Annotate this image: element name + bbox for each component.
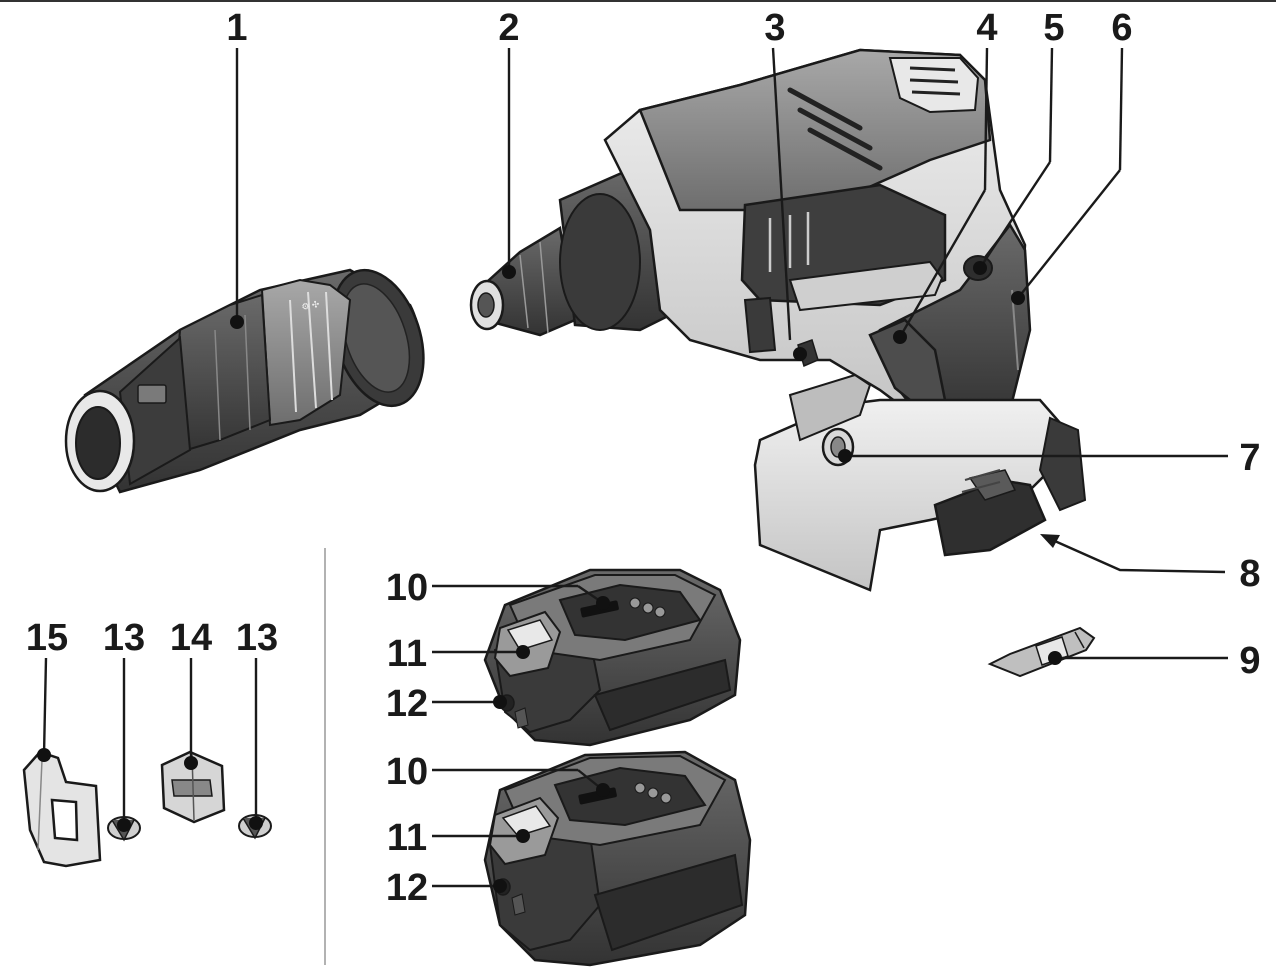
callout-15: 15 [26,617,68,659]
battery-pack-small [483,568,742,747]
callout-12-small-battery: 12 [386,683,428,725]
clip-holder-block [160,750,226,824]
callout-numbers: 1 2 3 4 5 6 7 8 9 10 11 12 10 11 12 15 1… [26,7,1261,909]
callout-10-large-battery: 10 [386,751,428,793]
callout-1: 1 [226,7,247,49]
callout-5: 5 [1043,7,1064,49]
callout-3: 3 [764,7,785,49]
callout-4: 4 [976,7,997,49]
depth-stop-attachment: ⚙ ✣ [64,268,425,494]
callout-6: 6 [1111,7,1132,49]
leader-lines [37,47,1228,893]
callout-11-small-battery: 11 [387,633,427,675]
callout-12-large-battery: 12 [386,867,428,909]
callout-13-right: 13 [236,617,278,659]
battery-pack-large [483,750,752,967]
callout-11-large-battery: 11 [387,817,427,859]
drywall-screwdriver-body [469,48,1087,592]
callout-13-left: 13 [103,617,145,659]
callout-8: 8 [1239,553,1260,595]
svg-text:⚙ ✣: ⚙ ✣ [301,299,321,312]
callout-7: 7 [1239,437,1260,479]
callout-9: 9 [1239,640,1260,682]
belt-clip [22,750,102,868]
callout-10-small-battery: 10 [386,567,428,609]
callout-14: 14 [170,617,212,659]
callout-2: 2 [498,7,519,49]
screwdriver-bit [987,626,1096,678]
